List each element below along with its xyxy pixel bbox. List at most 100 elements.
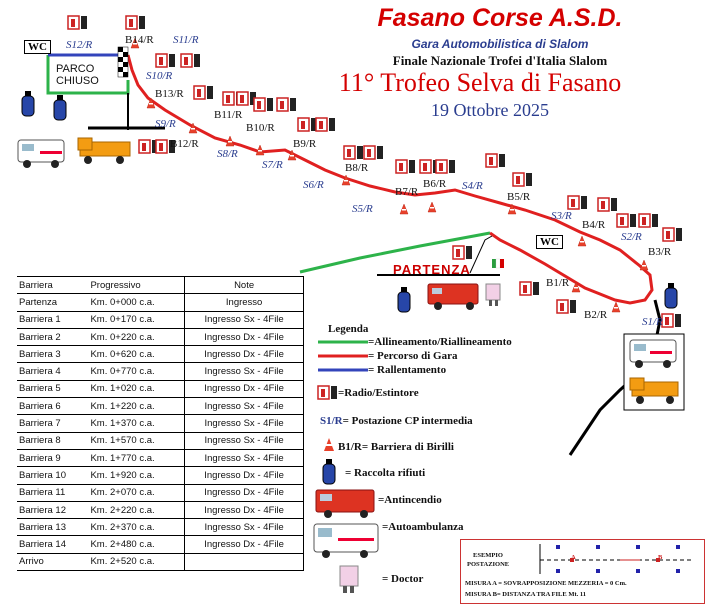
bin-icon [53,95,67,121]
cell-progress: Km. 0+770 c.a. [88,362,185,381]
legend-cone-icon [324,438,334,451]
ambulance-icon [17,139,65,168]
series-title: Finale Nazionale Trofei d'Italia Slalom [392,53,608,68]
cell-barrier: Barriera 8 [17,432,89,450]
cell-barrier: Barriera 6 [17,397,89,416]
fire-truck-icon [427,283,479,310]
cell-note: Ingresso [184,293,304,312]
barrier-label: B1/R [546,277,570,289]
bin-group [21,91,678,485]
cell-barrier: Barriera 2 [17,328,89,347]
radio-extinguisher-icon [519,281,539,296]
race-route [126,54,654,305]
example-box: ESEMPIO POSTAZIONE A B MISURA A = SOVRAP… [460,539,705,604]
cell-note: Ingresso Sx - 4File [184,449,304,468]
cell-note: Ingresso Dx - 4File [184,484,304,502]
cell-progress: Km. 1+370 c.a. [88,414,185,433]
marker-b: B [658,554,663,561]
cell-barrier: Barriera 12 [17,501,89,520]
legend-station: S1/R= Postazione CP intermedia [320,415,473,427]
radio-extinguisher-icon [661,313,681,328]
station-label: S5/R [352,203,373,215]
station-label: S1/R [642,316,663,328]
partenza-label: PARTENZA [393,262,471,277]
radio-extinguisher-icon [180,53,200,68]
bin-icon [397,287,411,313]
radio-extinguisher-group [67,15,682,400]
cell-note: Ingresso Dx - 4File [184,466,304,485]
cell-barrier: Barriera 9 [17,449,89,468]
barrier-label: B9/R [293,138,317,150]
cone-stripes [133,43,646,309]
legend-slow: = Rallentamento [368,364,447,376]
cell-note: Ingresso Dx - 4File [184,328,304,347]
italian-flag-icon [492,258,504,269]
radio-extinguisher-icon [193,85,213,100]
radio-extinguisher-icon [343,145,363,160]
cell-progress: Km. 2+370 c.a. [88,518,185,537]
cell-note: Ingresso Sx - 4File [184,518,304,537]
barrier-label: B14/R [125,34,154,46]
station-label: S11/R [173,34,199,46]
station-label: S2/R [621,231,642,243]
cell-barrier: Barriera 4 [17,362,89,381]
cell-note: Ingresso Sx - 4File [184,397,304,416]
example-diagram [539,544,691,574]
checkered-flag-icon [117,46,129,78]
legend-fire-truck-icon [315,489,375,518]
radio-extinguisher-icon [317,385,337,400]
radio-extinguisher-icon [556,299,576,314]
radio-extinguisher-icon [253,97,273,112]
example-label-2: POSTAZIONE [467,561,510,568]
legend-doctor-icon [339,565,359,593]
radio-extinguisher-icon [363,145,383,160]
cell-note: Ingresso Dx - 4File [184,345,304,364]
radio-extinguisher-icon [435,159,455,174]
legend-route: = Percorso di Gara [368,350,458,362]
barrier-label: B11/R [214,109,243,121]
alignment-line [299,231,491,274]
radio-extinguisher-icon [597,197,617,212]
station-label: S10/R [146,70,173,82]
header-progress: Progressivo [88,275,185,295]
radio-extinguisher-icon [638,213,658,228]
header-barrier: Barriera [17,275,89,295]
barrier-label: B3/R [648,246,672,258]
example-label-1: ESEMPIO [473,552,503,559]
barrier-label: B12/R [170,138,199,150]
radio-extinguisher-icon [616,213,636,228]
cell-barrier: Arrivo [17,553,89,572]
cell-barrier: Barriera 14 [17,535,89,554]
cell-barrier: Barriera 5 [17,380,89,399]
wc-right: WC [536,235,563,249]
vehicle-box [623,333,685,411]
cell-progress: Km. 1+920 c.a. [88,466,185,485]
cell-barrier: Barriera 10 [17,466,89,485]
cell-barrier: Barriera 3 [17,345,89,364]
cell-note: Ingresso Sx - 4File [184,432,304,450]
radio-extinguisher-icon [662,227,682,242]
marker-a: A [571,554,576,561]
trophy-title: 11° Trofeo Selva di Fasano [338,68,622,97]
tow-truck-icon [77,137,131,164]
start-marker [469,235,493,274]
ambulance-icon [629,339,677,368]
cell-progress: Km. 1+770 c.a. [88,449,185,468]
tow-truck-icon [629,377,679,404]
club-title: Fasano Corse A.S.D. [377,4,623,32]
radio-extinguisher-icon [485,153,505,168]
cell-note: Ingresso Sx - 4File [184,362,304,381]
cell-note: Ingresso Sx - 4File [184,414,304,433]
cell-progress: Km. 1+020 c.a. [88,380,185,399]
